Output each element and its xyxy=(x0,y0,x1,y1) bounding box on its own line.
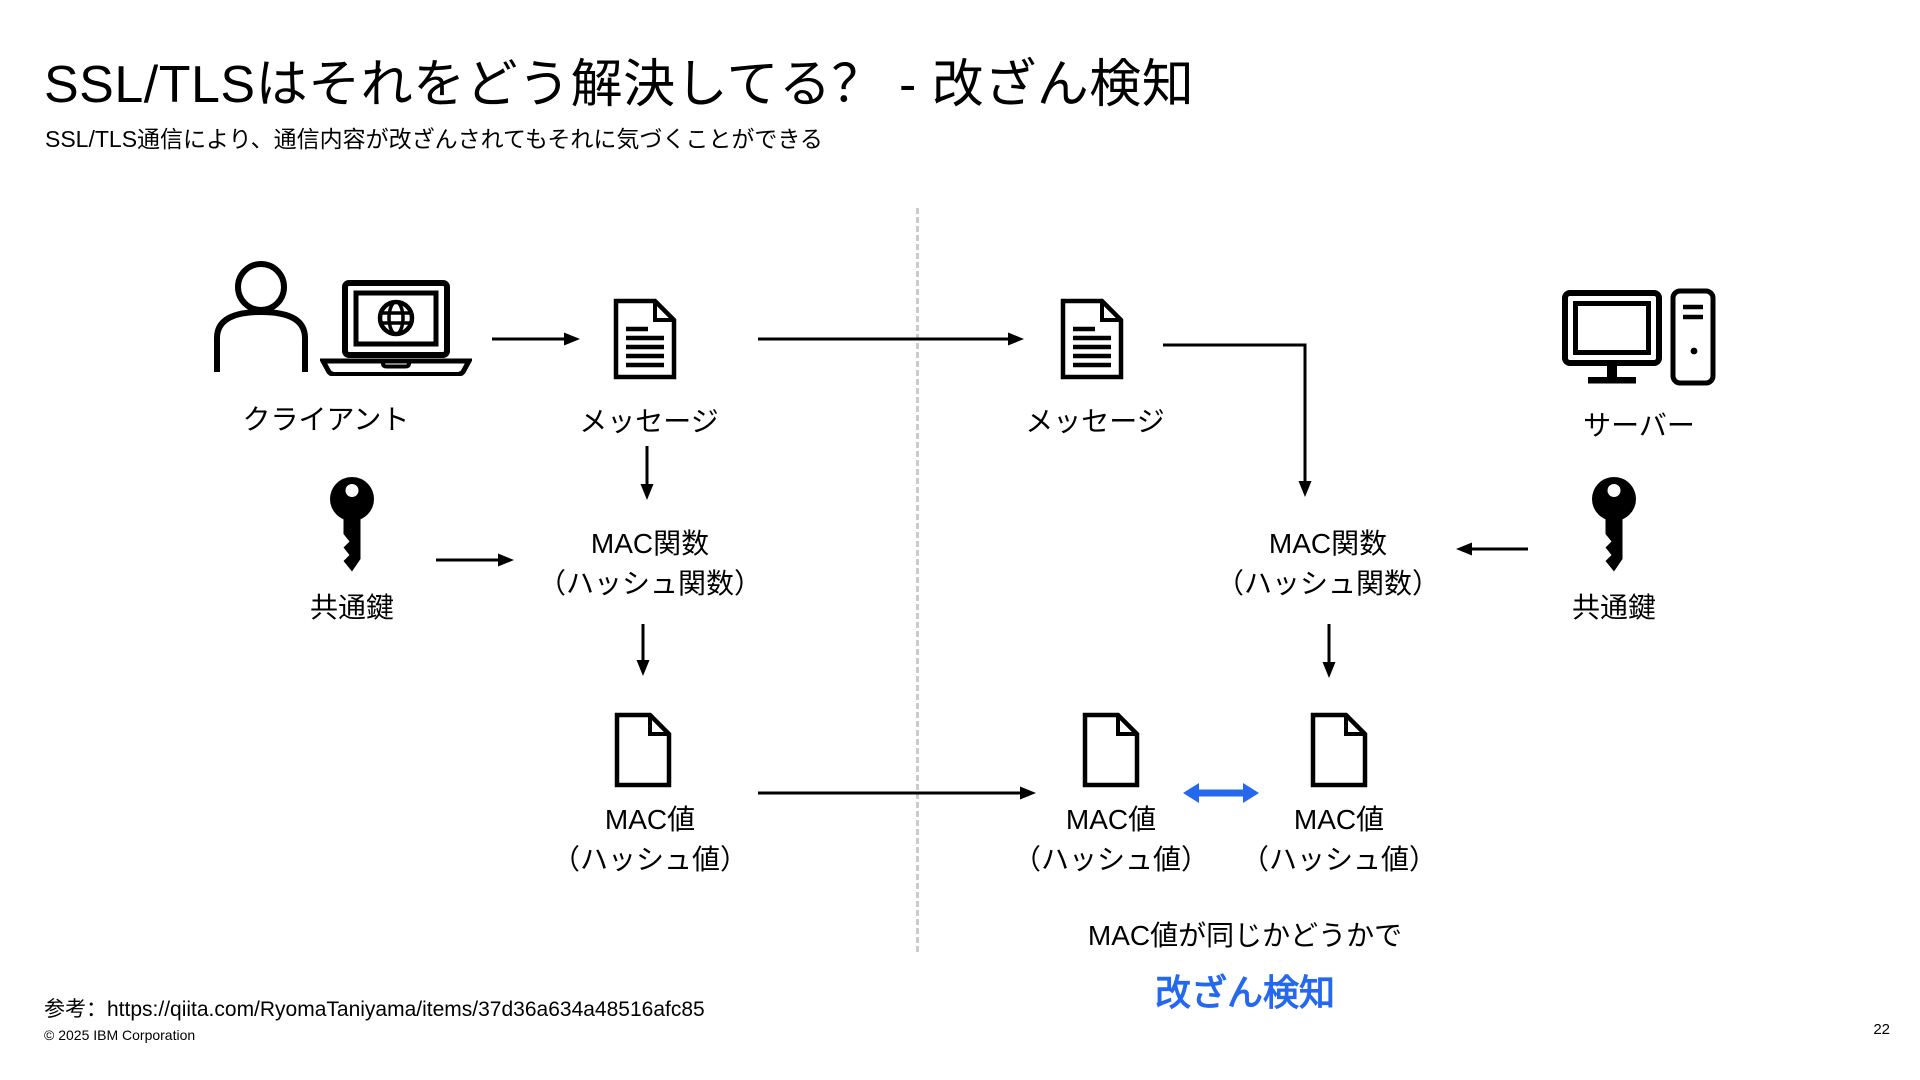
mac-value-received-line1: MAC値 xyxy=(1065,804,1157,835)
key-icon xyxy=(330,477,374,572)
mac-value-document-icon xyxy=(1082,712,1140,788)
arrow-message-to-mac-function-left xyxy=(640,446,654,500)
mac-value-left: MAC値 （ハッシュ値） xyxy=(520,800,780,880)
tamper-detection-caption: MAC値が同じかどうかで 改ざん検知 xyxy=(1040,914,1450,1016)
zone-divider-dashed-line xyxy=(916,208,919,952)
reference-link: 参考：https://qiita.com/RyomaTaniyama/items… xyxy=(44,998,705,1021)
mac-value-document-icon xyxy=(614,712,672,788)
message-left-label: メッセージ xyxy=(579,406,719,437)
mac-function-left-line1: MAC関数 xyxy=(590,528,710,559)
arrow-mac-value-to-server-side xyxy=(758,786,1036,800)
arrow-key-to-mac-function-left xyxy=(436,553,514,567)
server-tower-icon xyxy=(1670,288,1716,386)
arrow-mac-function-to-mac-value-left xyxy=(636,624,650,676)
compare-double-arrow-icon xyxy=(1183,783,1259,803)
mac-value-server-line2: （ハッシュ値） xyxy=(1240,844,1437,875)
caption-line2: 改ざん検知 xyxy=(1154,972,1335,1013)
caption-line1: MAC値が同じかどうかで xyxy=(1087,920,1403,951)
mac-value-left-line1: MAC値 xyxy=(604,804,696,835)
arrow-message-to-server-side xyxy=(758,332,1024,346)
person-icon xyxy=(214,261,308,372)
mac-function-right-line2: （ハッシュ関数） xyxy=(1215,568,1440,599)
mac-value-document-icon xyxy=(1310,712,1368,788)
client-label: クライアント xyxy=(242,404,410,435)
laptop-icon xyxy=(320,280,472,376)
arrow-mac-function-to-mac-value-right xyxy=(1322,624,1336,678)
server-label: サーバー xyxy=(1583,410,1695,441)
mac-function-left: MAC関数 （ハッシュ関数） xyxy=(520,524,780,604)
mac-value-received-line2: （ハッシュ値） xyxy=(1012,844,1209,875)
message-document-icon xyxy=(1060,298,1124,380)
arrow-client-to-message xyxy=(492,332,580,346)
mac-value-server: MAC値 （ハッシュ値） xyxy=(1214,800,1464,880)
arrow-key-to-mac-function-right xyxy=(1456,542,1528,556)
mac-function-right: MAC関数 （ハッシュ関数） xyxy=(1198,524,1458,604)
copyright-text: © 2025 IBM Corporation xyxy=(44,1027,196,1043)
page-title: SSL/TLSはそれをどう解決してる？ - 改ざん検知 xyxy=(44,56,1195,114)
mac-function-left-line2: （ハッシュ関数） xyxy=(537,568,762,599)
shared-key-left-label: 共通鍵 xyxy=(309,592,394,623)
shared-key-right-label: 共通鍵 xyxy=(1571,592,1656,623)
monitor-icon xyxy=(1562,290,1662,384)
arrow-message-to-mac-function-right xyxy=(1163,343,1312,497)
message-right-label: メッセージ xyxy=(1025,406,1165,437)
mac-function-right-line1: MAC関数 xyxy=(1268,528,1388,559)
key-icon xyxy=(1592,477,1636,572)
page-subtitle: SSL/TLS通信により、通信内容が改ざんされてもそれに気づくことができる xyxy=(45,126,823,152)
page-number: 22 xyxy=(1873,1021,1890,1038)
mac-value-left-line2: （ハッシュ値） xyxy=(551,844,748,875)
message-document-icon xyxy=(613,298,677,380)
mac-value-server-line1: MAC値 xyxy=(1293,804,1385,835)
mac-value-received: MAC値 （ハッシュ値） xyxy=(986,800,1236,880)
